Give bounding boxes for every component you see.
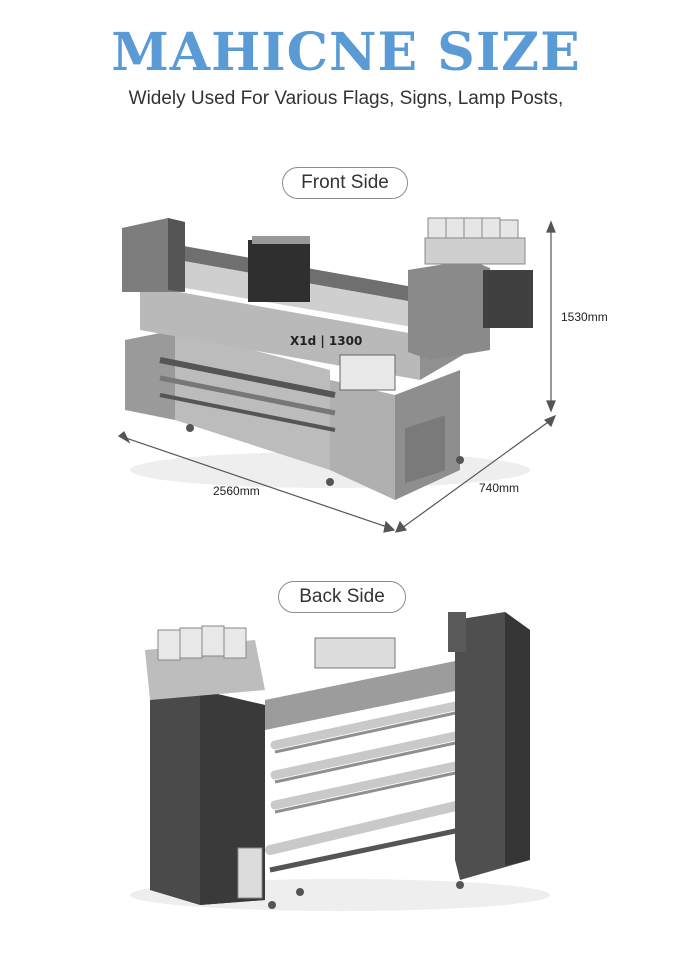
page-title: MAHICNE SIZE bbox=[111, 22, 581, 83]
depth-dimension: 740mm bbox=[479, 481, 520, 495]
back-side-label: Back Side bbox=[278, 581, 406, 613]
front-side-label: Front Side bbox=[282, 167, 408, 199]
back-machine-image bbox=[130, 612, 550, 911]
width-dimension: 2560mm bbox=[213, 484, 260, 498]
height-dimension: 1530mm bbox=[561, 310, 608, 324]
model-badge: X1d | 1300 bbox=[290, 334, 362, 348]
front-machine-image: X1d | 1300 bbox=[122, 217, 533, 500]
dimension-lines bbox=[117, 220, 557, 533]
page-subtitle: Widely Used For Various Flags, Signs, La… bbox=[128, 88, 564, 109]
